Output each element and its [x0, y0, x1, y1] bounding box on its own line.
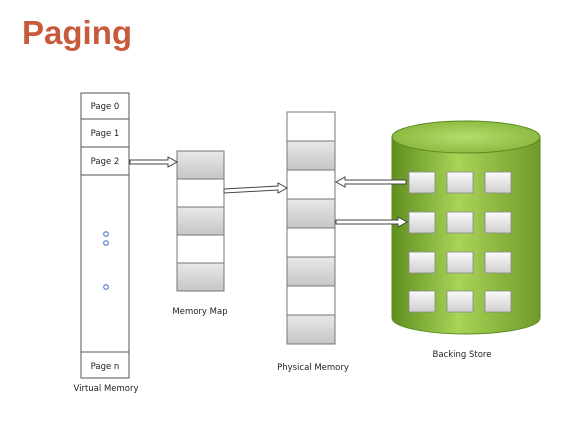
arrow-page2-to-map	[129, 156, 179, 168]
virtual-page-2: Page 2	[91, 157, 120, 167]
virtual-page-0: Page 0	[91, 102, 120, 112]
virtual-page-1: Page 1	[91, 129, 120, 139]
backing-store-blocks	[408, 171, 512, 313]
memory-map-label: Memory Map	[172, 307, 227, 317]
arrow-physical-to-store	[335, 216, 409, 228]
backing-store: Backing Store	[391, 120, 541, 360]
ellipsis-dots	[103, 231, 109, 290]
arrow-map-to-physical	[223, 182, 289, 194]
arrow-store-to-physical	[334, 176, 407, 188]
physical-memory-label: Physical Memory	[277, 363, 349, 373]
memory-map: Memory Map	[172, 150, 228, 317]
backing-store-top	[391, 120, 541, 154]
physical-memory: Physical Memory	[277, 111, 349, 373]
arrows	[129, 156, 409, 228]
virtual-page-n: Page n	[91, 362, 120, 372]
virtual-memory-label: Virtual Memory	[73, 384, 138, 394]
virtual-memory-outline	[80, 92, 130, 379]
backing-store-label: Backing Store	[433, 350, 492, 360]
virtual-memory: Page 0 Page 1 Page 2 Page n Virtual Memo…	[73, 92, 139, 394]
page-title: Paging	[22, 14, 133, 51]
